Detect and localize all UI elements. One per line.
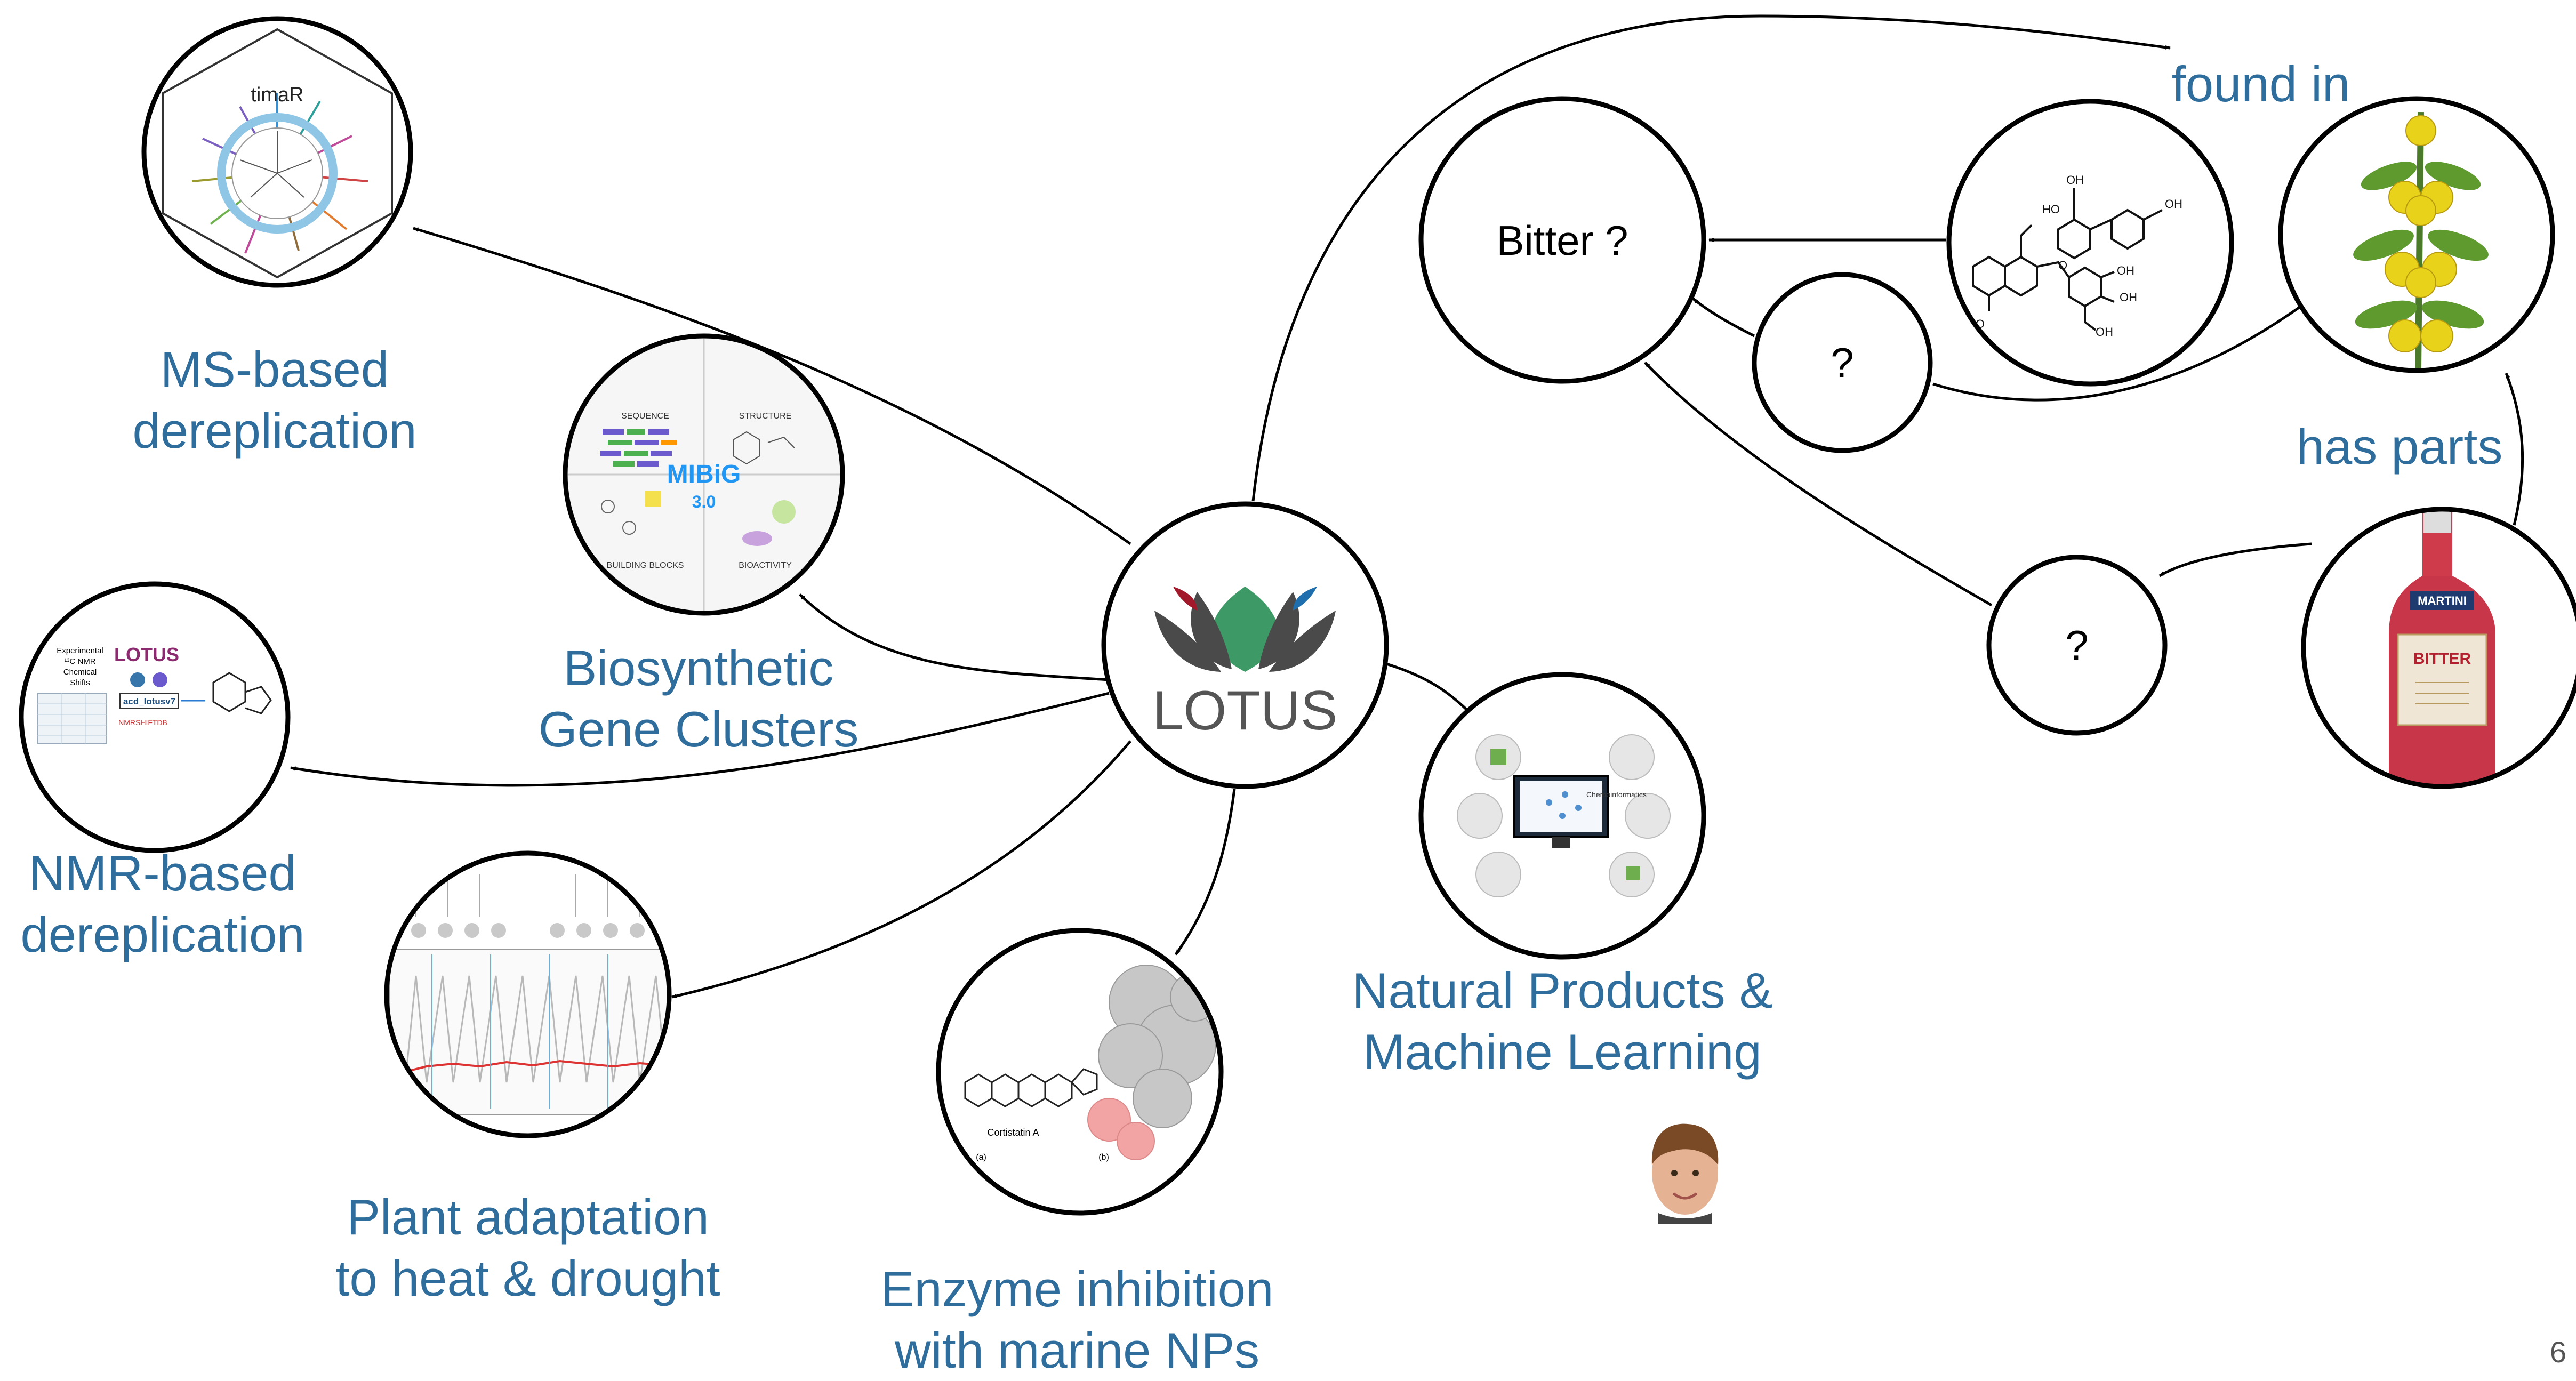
nmr-text-3: Chemical bbox=[63, 668, 97, 677]
lotus-node: LOTUS bbox=[1101, 501, 1389, 789]
unknown-node-1-label: ? bbox=[1831, 339, 1853, 386]
martini-bitter-bottle-icon: MARTINI BITTER bbox=[2389, 512, 2495, 786]
nmr-thumbnail: Experimental ¹³C NMR Chemical Shifts LOT… bbox=[19, 581, 291, 853]
label-natural-products-ml: Natural Products & Machine Learning bbox=[1352, 962, 1773, 1080]
relation-has-parts: has parts bbox=[2296, 419, 2503, 475]
mibig-name: MIBiG bbox=[667, 460, 741, 488]
bgc-thumbnail: SEQUENCE STRUCTURE BUILDING BLOCKS BIOAC… bbox=[563, 333, 845, 616]
gentian-node bbox=[2278, 96, 2555, 373]
plant-thumbnail bbox=[384, 850, 672, 1138]
label-enzyme-inhibition: Enzyme inhibition with marine NPs bbox=[880, 1261, 1274, 1378]
edge-q1-bitter bbox=[1692, 298, 1755, 338]
edge-lotus-bgc bbox=[799, 593, 1110, 681]
ml-thumbnail: Chemoinformatics bbox=[1418, 672, 1706, 960]
unknown-node-1: ? bbox=[1752, 272, 1933, 453]
mibig-quadrant-building-blocks: BUILDING BLOCKS bbox=[607, 561, 684, 570]
edge-lotus-nmr bbox=[290, 692, 1110, 787]
bottle-label: BITTER bbox=[2413, 650, 2471, 668]
relation-found-in: found in bbox=[2171, 56, 2350, 112]
svg-text:O: O bbox=[2058, 259, 2067, 272]
page-number: 6 bbox=[2549, 1335, 2566, 1369]
edges bbox=[290, 14, 2524, 999]
edge-lotus-found-in bbox=[1251, 14, 2171, 502]
svg-text:NMRSHIFTDB: NMRSHIFTDB bbox=[118, 718, 167, 727]
svg-text:OH: OH bbox=[2117, 264, 2134, 277]
ms-thumbnail: timaR bbox=[141, 16, 413, 288]
edge-lotus-plant bbox=[671, 740, 1131, 999]
nmr-text-2: ¹³C NMR bbox=[64, 657, 95, 666]
label-nmr-dereplication: NMR-based dereplication bbox=[20, 845, 305, 962]
edge-bottle-q2 bbox=[2158, 542, 2312, 577]
mibig-version: 3.0 bbox=[692, 492, 716, 511]
edge-lotus-enzyme bbox=[1174, 789, 1236, 956]
label-biosynthetic-gene-clusters: Biosynthetic Gene Clusters bbox=[538, 640, 859, 757]
edge-lotus-ms bbox=[413, 227, 1131, 545]
label-ms-dereplication: MS-based dereplication bbox=[132, 341, 417, 459]
svg-text:OH: OH bbox=[2066, 173, 2084, 187]
lotus-logo-icon bbox=[1154, 587, 1336, 672]
label-plant-adaptation: Plant adaptation to heat & drought bbox=[335, 1189, 720, 1306]
svg-text:HO: HO bbox=[2042, 203, 2060, 216]
gene-arrows bbox=[600, 429, 677, 467]
enzyme-caption: Cortistatin A bbox=[987, 1127, 1039, 1138]
nmr-acd-label: acd_lotusv7 bbox=[123, 696, 175, 706]
cortistatin-structure bbox=[964, 1068, 1098, 1107]
nmr-text-4: Shifts bbox=[70, 678, 90, 687]
enzyme-panel-b: (b) bbox=[1098, 1153, 1109, 1162]
bitter-node-label: Bitter ? bbox=[1496, 217, 1628, 264]
svg-text:OH: OH bbox=[2096, 325, 2113, 339]
svg-text:OH: OH bbox=[2165, 197, 2182, 211]
unknown-node-2: ? bbox=[1986, 555, 2168, 736]
mibig-quadrant-structure: STRUCTURE bbox=[739, 412, 792, 421]
mibig-quadrant-sequence: SEQUENCE bbox=[621, 412, 669, 421]
lotus-title: LOTUS bbox=[1153, 680, 1338, 742]
person-avatar bbox=[1651, 1123, 1719, 1224]
mibig-quadrant-bioactivity: BIOACTIVITY bbox=[739, 561, 792, 570]
enzyme-thumbnail: Cortistatin A (a) (b) bbox=[936, 928, 1224, 1216]
edge-q1-gentian bbox=[1932, 290, 2323, 402]
enzyme-panel-a: (a) bbox=[976, 1153, 986, 1162]
unknown-node-2-label: ? bbox=[2065, 622, 2088, 669]
edge-q2-bitter bbox=[1644, 362, 1993, 607]
ms-thumbnail-title: timaR bbox=[251, 84, 303, 106]
bottle-node: MARTINI BITTER bbox=[2301, 507, 2576, 789]
edge-lotus-ml bbox=[1386, 662, 1473, 716]
svg-text:OH: OH bbox=[2120, 291, 2137, 304]
gentian-plant-icon bbox=[2353, 111, 2489, 368]
bottle-brand: MARTINI bbox=[2418, 594, 2467, 607]
svg-text:Chemoinformatics: Chemoinformatics bbox=[1586, 790, 1647, 799]
bitter-node: Bitter ? bbox=[1418, 96, 1706, 384]
edge-bottle-gentian bbox=[2505, 373, 2524, 526]
nmr-text-1: Experimental bbox=[57, 646, 103, 655]
nmr-lotus-logo: LOTUS bbox=[114, 644, 179, 665]
